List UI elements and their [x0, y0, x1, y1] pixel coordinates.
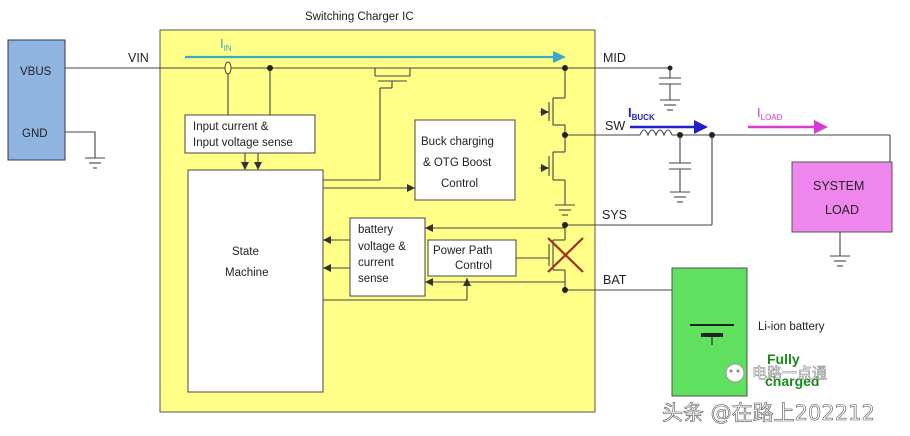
ibuck-label: IBUCK	[628, 105, 655, 122]
pin-mid: MID	[603, 51, 626, 65]
system-load-block	[791, 161, 893, 233]
vbus-source	[7, 39, 66, 161]
battery-sense-block	[349, 217, 426, 297]
buck-control-block	[414, 119, 516, 201]
iin-arrow	[185, 51, 566, 63]
sense-resistor	[224, 61, 232, 75]
state-machine-block	[187, 169, 324, 393]
gnd-label: GND	[22, 128, 48, 140]
wiring	[65, 67, 891, 381]
signal-arrowheads	[241, 108, 549, 286]
buck-line2: & OTG Boost	[423, 157, 492, 169]
iload-label: ILOAD	[757, 105, 783, 122]
vbus-label: VBUS	[20, 66, 52, 78]
watermark-line2: 头条 @在路上202212	[662, 401, 875, 425]
battery-status-line1: Fully	[767, 351, 800, 367]
power-path-line2: Control	[455, 260, 492, 272]
power-path-block	[427, 239, 517, 277]
battery-sense-line1: battery	[358, 224, 393, 236]
watermark-line1: 电路一点通	[752, 364, 827, 382]
battery-status-line2: charged	[765, 373, 819, 389]
disabled-cross-icon	[547, 237, 584, 273]
pin-bat: BAT	[603, 273, 627, 287]
power-path-line1: Power Path	[433, 245, 492, 257]
iin-label: IIN	[220, 36, 232, 53]
system-load-line1: SYSTEM	[813, 179, 864, 193]
buck-line3: Control	[441, 178, 478, 190]
buck-line1: Buck charging	[421, 136, 494, 148]
junctions	[267, 65, 715, 293]
input-sense-line2: Input voltage sense	[193, 137, 293, 149]
battery-sense-line4: sense	[358, 273, 389, 285]
ic-title: Switching Charger IC	[305, 11, 414, 23]
system-load-line2: LOAD	[825, 203, 859, 217]
ibuck-arrow	[630, 120, 708, 134]
battery-label: Li-ion battery	[758, 321, 825, 333]
iload-arrow	[748, 120, 828, 134]
input-sense-block	[184, 114, 316, 154]
input-sense-line1: Input current &	[193, 121, 269, 133]
battery-sense-line3: current	[358, 257, 395, 269]
watermark: 电路一点通 头条 @在路上202212	[662, 363, 875, 425]
battery-sense-line2: voltage &	[358, 241, 406, 253]
state-machine-line2: Machine	[225, 267, 268, 279]
state-machine-line1: State	[232, 246, 259, 258]
pin-sys: SYS	[602, 208, 627, 222]
pin-vin: VIN	[128, 51, 149, 65]
pin-sw: SW	[605, 119, 625, 133]
battery-icon	[690, 324, 734, 345]
